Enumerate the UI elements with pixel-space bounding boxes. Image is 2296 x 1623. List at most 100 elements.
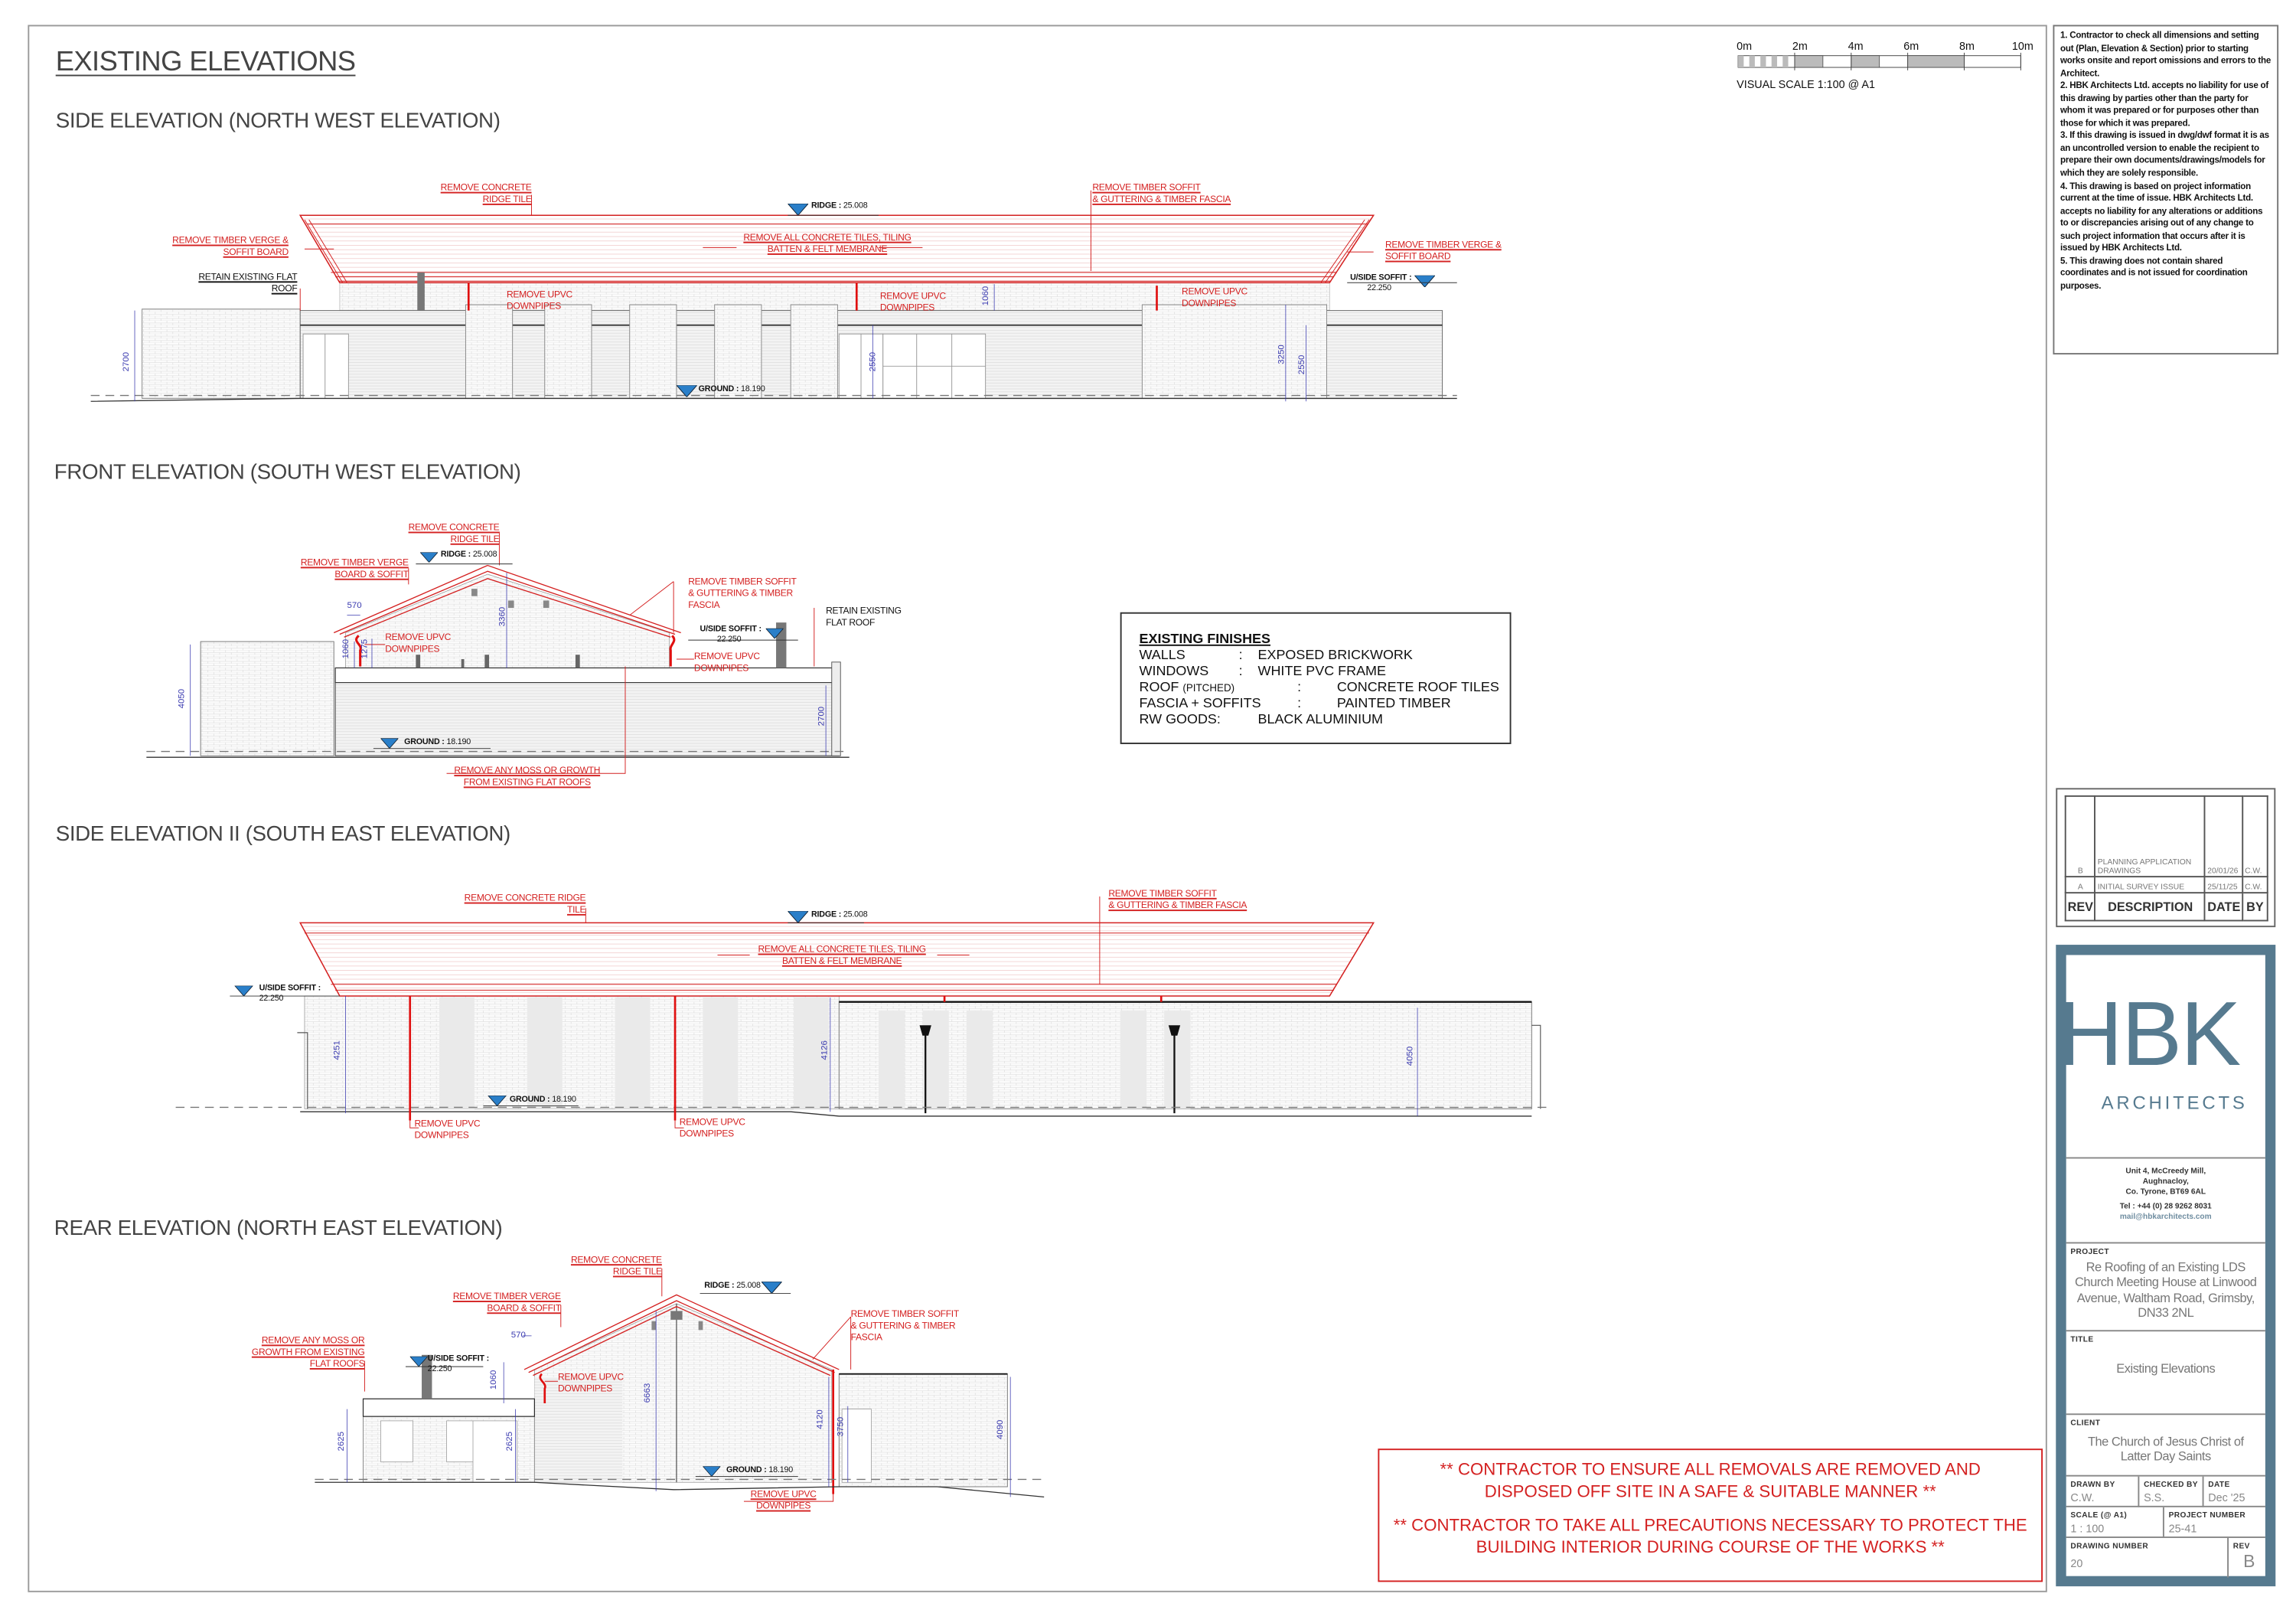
annotation-downpipes: REMOVE UPVC DOWNPIPES <box>679 1117 745 1140</box>
rear-elevation-ne <box>315 1268 1045 1502</box>
scale-tick: 8m <box>1958 39 1975 53</box>
dimension: 2625 <box>338 1431 347 1452</box>
warning-precautions: ** CONTRACTOR TO TAKE ALL PRECAUTIONS NE… <box>1393 1516 2027 1557</box>
level-ridge: RIDGE : 25.008 <box>440 550 497 560</box>
annotation-ridge-tile: REMOVE CONCRETE RIDGE TILE <box>464 893 586 916</box>
annotation-retain-flat-roof: RETAIN EXISTING FLAT ROOF <box>198 272 298 295</box>
note-item: 4. This drawing is based on project info… <box>2060 182 2263 254</box>
level-soffit: U/SIDE SOFFIT :22.250 <box>259 984 321 1004</box>
annotation-downpipes: REMOVE UPVC DOWNPIPES <box>507 289 572 312</box>
contractor-warning-box: ** CONTRACTOR TO ENSURE ALL REMOVALS ARE… <box>1378 1448 2043 1582</box>
annotation-downpipes: REMOVE UPVC DOWNPIPES <box>750 1489 817 1512</box>
dimension: 2625 <box>506 1431 515 1452</box>
dimension: 1060 <box>342 638 351 659</box>
note-item: 5. This drawing does not contain shared … <box>2060 257 2248 292</box>
level-ground: GROUND : 18.190 <box>404 738 471 747</box>
annotation-ridge-tile: REMOVE CONCRETE RIDGE TILE <box>570 1255 662 1278</box>
dimension: 2700 <box>817 706 827 727</box>
dimension: 4090 <box>996 1419 1006 1440</box>
scale-tick: 0m <box>1737 39 1753 53</box>
dimension: 4050 <box>1407 1046 1416 1066</box>
finish-row: ROOF (PITCHED):CONCRETE ROOF TILES <box>1139 678 1499 694</box>
annotation-downpipes: REMOVE UPVC DOWNPIPES <box>414 1118 481 1141</box>
scale-tick: 2m <box>1792 39 1808 53</box>
annotation-roof-tiles: REMOVE ALL CONCRETE TILES, TILING BATTEN… <box>758 945 926 967</box>
scale-bar: 0m 2m 4m 6m 8m 10m VISUAL SCALE 1:100 @ … <box>1737 40 2044 99</box>
annotation-downpipes: REMOVE UPVC DOWNPIPES <box>557 1372 624 1395</box>
finish-row: FASCIA + SOFFITS:PAINTED TIMBER <box>1139 694 1451 710</box>
side-elevation-nw <box>90 190 1457 402</box>
annotation-verge-left: REMOVE TIMBER VERGE & SOFFIT BOARD <box>172 236 289 258</box>
scale-tick: 10m <box>2011 39 2033 53</box>
annotation-moss-removal: REMOVE ANY MOSS OR GROWTH FROM EXISTING … <box>251 1335 365 1370</box>
front-elevation-sw <box>146 531 850 774</box>
dimension: 1060 <box>982 286 991 306</box>
company-logo: HBK <box>2057 984 2241 1086</box>
warning-removals: ** CONTRACTOR TO ENSURE ALL REMOVALS ARE… <box>1440 1460 1981 1502</box>
level-ground: GROUND : 18.190 <box>509 1096 576 1105</box>
dimension: 570 <box>510 1331 526 1341</box>
finish-row: WINDOWS:WHITE PVC FRAME <box>1139 661 1386 678</box>
scale-tick: 6m <box>1903 39 1919 53</box>
revision-row: B PLANNING APPLICATION DRAWINGS 20/01/26… <box>2064 795 2268 878</box>
dimension: 2700 <box>122 351 132 372</box>
dimension: 570 <box>347 602 362 611</box>
note-item: 1. Contractor to check all dimensions an… <box>2060 32 2272 79</box>
annotation-downpipes: REMOVE UPVC DOWNPIPES <box>385 632 452 655</box>
annotation-moss-removal: REMOVE ANY MOSS OR GROWTH FROM EXISTING … <box>454 766 601 789</box>
sheet-border <box>28 24 2047 1592</box>
annotation-retain-flat-roof: RETAIN EXISTING FLAT ROOF <box>826 606 902 629</box>
annotation-downpipes: REMOVE UPVC DOWNPIPES <box>879 291 946 314</box>
level-ground: GROUND : 18.190 <box>726 1466 793 1475</box>
dimension: 3250 <box>1277 345 1287 364</box>
title-field: TITLE Existing Elevations <box>2066 1330 2265 1415</box>
dimension: 4251 <box>333 1040 343 1060</box>
dimension: 4120 <box>817 1409 826 1429</box>
existing-finishes-box: EXISTING FINISHES WALLS:EXPOSED BRICKWOR… <box>1120 612 1512 744</box>
title-block: HBK ARCHITECTS Unit 4, McCreedy Mill, Au… <box>2056 945 2276 1587</box>
annotation-soffit-guttering: REMOVE TIMBER SOFFIT & GUTTERING & TIMBE… <box>1108 889 1247 912</box>
revision-table: B PLANNING APPLICATION DRAWINGS 20/01/26… <box>2056 788 2276 928</box>
scale-tick: 4m <box>1848 39 1864 53</box>
dimension: 4050 <box>178 688 188 709</box>
side-elevation-se <box>175 896 1553 1128</box>
finishes-heading: EXISTING FINISHES <box>1139 629 1270 646</box>
note-item: 3. If this drawing is issued in dwg/dwf … <box>2060 132 2269 179</box>
sheet-title: EXISTING ELEVATIONS <box>55 47 356 78</box>
dimension: 1275 <box>360 638 370 659</box>
project-field: PROJECT Re Roofing of an Existing LDS Ch… <box>2066 1242 2265 1331</box>
section-title-front-sw: FRONT ELEVATION (SOUTH WEST ELEVATION) <box>54 461 521 485</box>
annotation-downpipes: REMOVE UPVC DOWNPIPES <box>1182 287 1247 309</box>
finish-row: WALLS:EXPOSED BRICKWORK <box>1139 645 1413 662</box>
annotation-verge-soffit: REMOVE TIMBER VERGE BOARD & SOFFIT <box>300 557 409 580</box>
level-ridge: RIDGE : 25.008 <box>704 1282 761 1291</box>
dimension: 2550 <box>1298 354 1307 375</box>
level-ridge: RIDGE : 25.008 <box>810 202 868 211</box>
dimension: 2550 <box>869 351 879 372</box>
company-address: Unit 4, McCreedy Mill, Aughnacloy, Co. T… <box>2066 1157 2265 1252</box>
finish-row: RW GOODS:BLACK ALUMINIUM <box>1139 710 1383 727</box>
annotation-ridge-tile: REMOVE CONCRETE RIDGE TILE <box>408 523 500 545</box>
dimension: 3360 <box>498 606 508 627</box>
annotation-verge-right: REMOVE TIMBER VERGE & SOFFIT BOARD <box>1384 240 1502 263</box>
level-soffit: U/SIDE SOFFIT : 22.250 <box>1350 273 1412 293</box>
annotation-soffit-guttering: REMOVE TIMBER SOFFIT & GUTTERING & TIMBE… <box>1092 183 1231 205</box>
scale-bar-graphic <box>1737 52 2021 70</box>
annotation-soffit-guttering: REMOVE TIMBER SOFFIT & GUTTERING & TIMBE… <box>850 1309 960 1344</box>
general-notes: 1. Contractor to check all dimensions an… <box>2053 24 2279 355</box>
annotation-soffit-guttering: REMOVE TIMBER SOFFIT & GUTTERING & TIMBE… <box>688 576 797 611</box>
level-soffit: U/SIDE SOFFIT : 22.250 <box>700 625 762 645</box>
level-ground: GROUND : 18.190 <box>698 385 765 394</box>
section-title-side-nw: SIDE ELEVATION (NORTH WEST ELEVATION) <box>55 109 501 134</box>
dimension: 1060 <box>490 1370 499 1390</box>
level-ridge: RIDGE : 25.008 <box>810 911 868 920</box>
dimension: 4126 <box>820 1040 830 1060</box>
annotation-ridge-tile: REMOVE CONCRETE RIDGE TILE <box>440 183 532 205</box>
scale-caption: VISUAL SCALE 1:100 @ A1 <box>1737 77 1875 91</box>
